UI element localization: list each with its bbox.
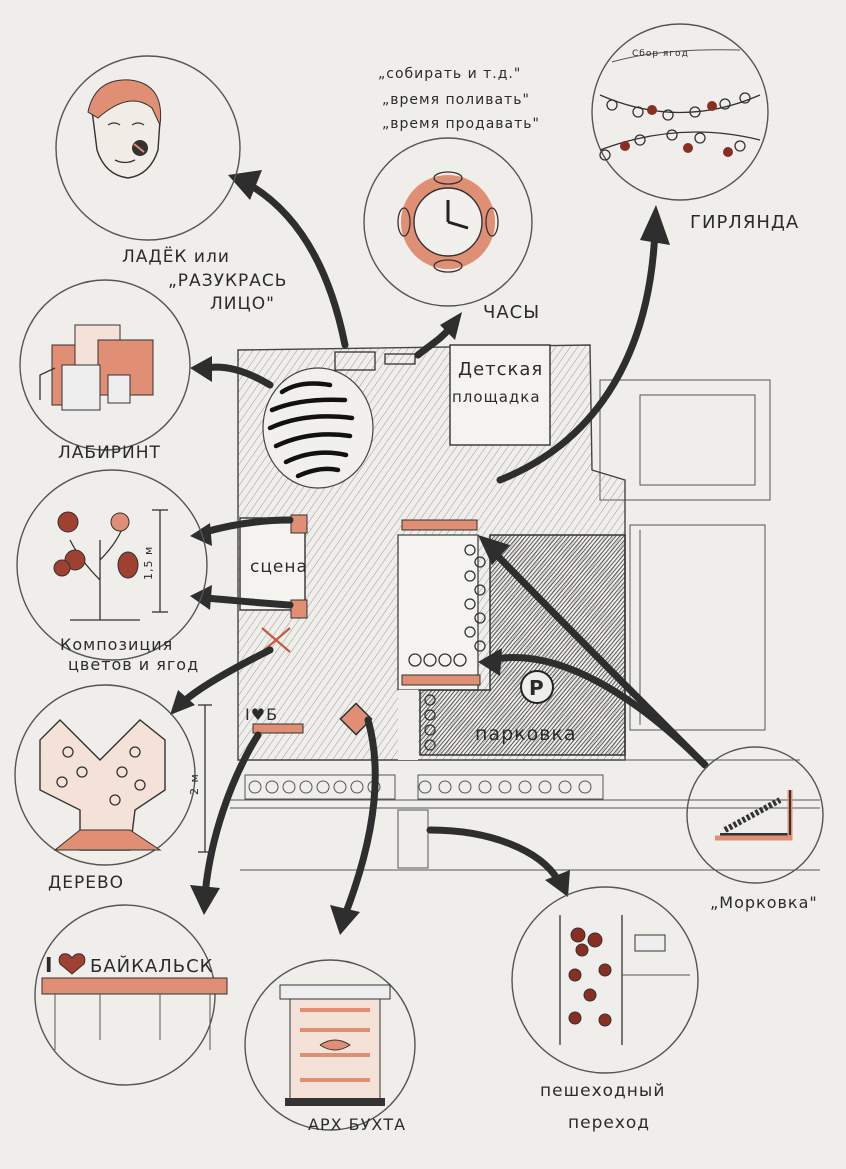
arch-detail (244, 959, 416, 1131)
playground (449, 344, 551, 446)
clock-label: ЧАСЫ (483, 302, 540, 323)
maze-label: ЛАБИРИНТ (58, 443, 161, 463)
crossing-label-2: переход (568, 1113, 650, 1133)
flowers-label-1: Композиция (60, 635, 173, 654)
arch-label: АРХ БУХТА (308, 1115, 406, 1134)
garland-label: ГИРЛЯНДА (690, 212, 799, 233)
crossing-label-1: пешеходный (540, 1081, 665, 1101)
playground-label-1: Детская (458, 359, 543, 380)
crossing-detail (511, 886, 699, 1074)
parking-label: парковка (475, 723, 577, 745)
kiosk-label-3: ЛИЦО" (210, 294, 275, 314)
parking-area (419, 534, 626, 756)
site-plan: Детская площадка сцена (230, 344, 820, 871)
playground-label-2: площадка (452, 388, 541, 406)
stage-label: сцена (250, 557, 308, 577)
parking-sign (520, 670, 554, 704)
connector-arrows (170, 170, 709, 935)
clock-detail (363, 137, 533, 307)
tree-label: ДЕРЕВО (48, 873, 124, 893)
tree-height: 2 м (188, 773, 201, 795)
baikalsk-i: I (45, 953, 53, 977)
flowers-detail: 1,5 м (16, 469, 208, 661)
garland-detail: Сбор ягод (591, 23, 769, 201)
carrot-detail (686, 746, 824, 884)
flowers-height: 1,5 м (142, 546, 155, 580)
hedge (408, 544, 486, 751)
baikalsk-word: БАЙКАЛЬСК (90, 955, 213, 977)
kiosk-label-1: ЛАДЁК или (122, 246, 230, 267)
tree-row (248, 780, 592, 794)
clock-quote-1: „собирать и т.д." (378, 66, 521, 82)
maze-detail (19, 279, 191, 451)
clock-quote-2: „время поливать" (382, 92, 530, 108)
clock-quote-3: „время продавать" (382, 116, 540, 132)
tree-detail: 2 м (14, 684, 212, 866)
parking-symbol: P (529, 676, 545, 700)
love-baikalsk-small: I♥Б (245, 705, 278, 724)
garland-tag: Сбор ягод (632, 49, 689, 59)
baikalsk-sign-detail: I БАЙКАЛЬСК (34, 904, 228, 1086)
flowers-label-2: цветов и ягод (68, 655, 199, 674)
carrot-label: „Морковка" (710, 893, 818, 912)
heart-icon (58, 953, 86, 975)
kiosk-label-2: „РАЗУКРАСЬ (168, 271, 287, 291)
kiosk-detail (55, 55, 241, 241)
